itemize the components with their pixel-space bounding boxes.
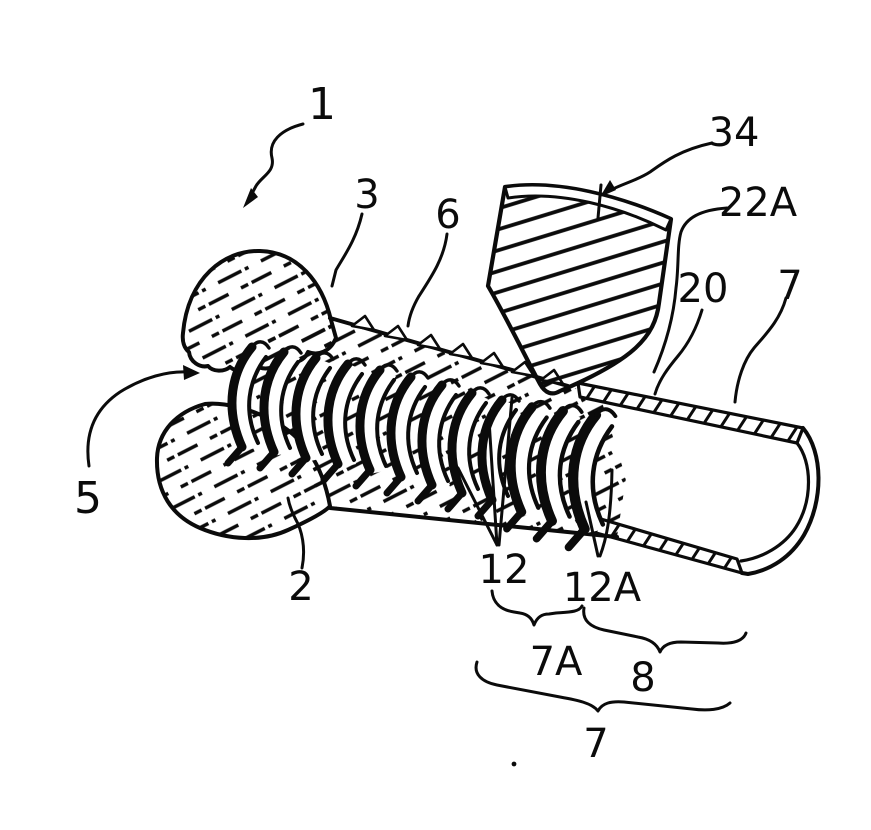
screw-shank-bottom-edge bbox=[328, 506, 619, 539]
leader-7-top bbox=[733, 296, 788, 404]
leader-12a-prongs bbox=[584, 468, 614, 558]
tube-sleeve bbox=[576, 381, 821, 576]
brace-8 bbox=[582, 606, 748, 654]
leader-3 bbox=[330, 212, 364, 288]
ref-label-12a: 12A bbox=[563, 565, 642, 611]
ref-label-7-bottom: 7 bbox=[583, 721, 608, 767]
ref-label-34: 34 bbox=[709, 110, 760, 156]
ref-label-2: 2 bbox=[288, 564, 313, 610]
leader-1 bbox=[247, 122, 305, 201]
reference-numerals: 1 3 6 34 22A 20 7 5 2 12 12A 7A 8 7 bbox=[74, 79, 803, 767]
braces bbox=[474, 589, 748, 713]
ref-label-3: 3 bbox=[354, 172, 379, 218]
leader-34-tick bbox=[596, 183, 603, 220]
ref-label-7-top: 7 bbox=[777, 263, 802, 309]
cutting-tool bbox=[485, 182, 674, 396]
tube-mouth-outer-rim bbox=[740, 426, 821, 576]
brace-7 bbox=[474, 660, 732, 713]
cutting-tool-top-face bbox=[503, 183, 673, 232]
leader-2 bbox=[286, 496, 306, 570]
ref-label-8: 8 bbox=[630, 655, 655, 701]
thread-tabs-top-edge bbox=[350, 314, 565, 386]
leader-lines bbox=[86, 122, 788, 570]
leader-6 bbox=[406, 232, 449, 328]
leader-20 bbox=[653, 308, 704, 396]
ref-label-20: 20 bbox=[678, 266, 729, 312]
leader-5-arc bbox=[86, 370, 190, 468]
leader-22a bbox=[652, 206, 729, 374]
arrowhead-34 bbox=[600, 180, 616, 197]
arrowhead-5 bbox=[183, 365, 200, 380]
ref-label-12: 12 bbox=[479, 547, 530, 593]
ref-label-5: 5 bbox=[74, 473, 102, 524]
stray-ink-dot bbox=[511, 761, 517, 767]
ref-label-6: 6 bbox=[435, 192, 460, 238]
tube-mouth-inner-rim bbox=[739, 441, 811, 563]
leader-12-prongs bbox=[456, 396, 514, 547]
ref-label-1: 1 bbox=[308, 79, 336, 130]
arrowhead-1 bbox=[243, 188, 258, 208]
ref-label-22a: 22A bbox=[719, 180, 798, 226]
ref-label-7a: 7A bbox=[530, 639, 583, 685]
leader-34 bbox=[609, 141, 714, 192]
brace-7a bbox=[490, 589, 584, 627]
